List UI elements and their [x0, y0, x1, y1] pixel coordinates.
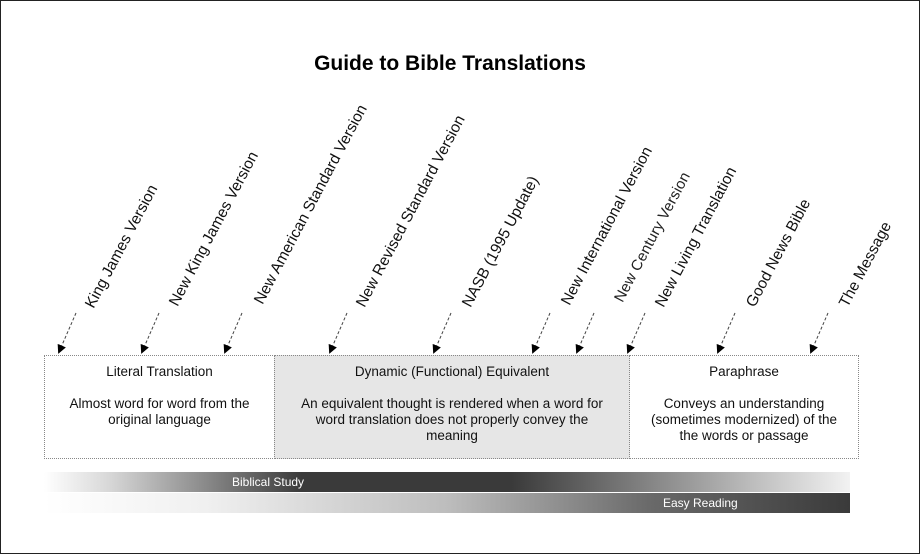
category-paraphrase: Paraphrase Conveys an understanding (som…: [629, 355, 859, 459]
arrow-nasv: [223, 312, 243, 354]
scale-label-study: Biblical Study: [232, 475, 305, 489]
arrow-ncv: [575, 312, 595, 354]
category-paraphrase-description: Conveys an understanding (sometimes mode…: [650, 396, 838, 443]
category-literal: Literal Translation Almost word for word…: [44, 355, 275, 459]
category-dynamic-name: Dynamic (Functional) Equivalent: [354, 364, 550, 379]
arrow-message: [809, 312, 829, 354]
arrow-nkjv: [140, 312, 160, 354]
arrow-nasb95: [432, 312, 452, 354]
arrow-niv: [531, 312, 551, 354]
scale-bar-reading: Easy Reading: [44, 493, 850, 513]
diagram-title: Guide to Bible Translations: [314, 52, 586, 75]
scale-label-reading: Easy Reading: [663, 496, 738, 510]
category-literal-description: Almost word for word from the original l…: [69, 396, 250, 427]
category-dynamic: Dynamic (Functional) Equivalent An equiv…: [274, 355, 630, 459]
category-dynamic-description: An equivalent thought is rendered when a…: [301, 396, 603, 443]
category-literal-name: Literal Translation: [106, 364, 213, 379]
category-paraphrase-name: Paraphrase: [709, 364, 779, 379]
arrow-gnb: [716, 312, 736, 354]
arrow-nlt: [626, 312, 646, 354]
arrow-kjv: [57, 312, 77, 354]
arrow-nrsv: [328, 312, 348, 354]
scale-bar-study: Biblical Study: [44, 472, 850, 492]
